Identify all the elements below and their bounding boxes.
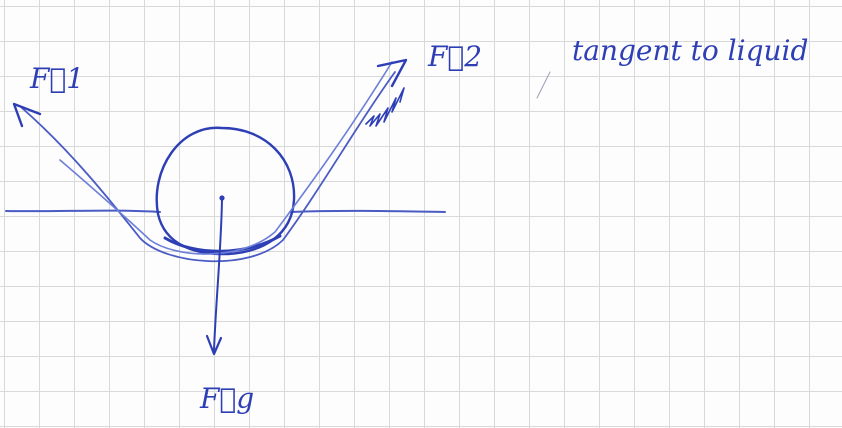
tangent-note: tangent to liquid [572, 34, 808, 67]
gravity-arrow-line [213, 199, 223, 351]
f2-arrow-head [376, 58, 408, 88]
f2-shading-scribble [365, 87, 405, 127]
f2-label: F⃗2 [427, 40, 482, 73]
meniscus-outer-line [21, 71, 396, 263]
stray-mark [536, 71, 551, 99]
liquid-surface-line-right [289, 209, 446, 213]
f1-label: F⃗1 [29, 62, 84, 95]
sphere-bottom-thick-line [163, 234, 282, 253]
sphere-center-dot [219, 195, 225, 201]
f1-arrow-head [12, 102, 42, 128]
sphere-outline [155, 126, 296, 256]
meniscus-inner-line [59, 61, 393, 255]
gravity-arrow-head [205, 334, 223, 356]
fg-label: F⃗g [199, 382, 254, 415]
liquid-surface-line [5, 209, 161, 213]
